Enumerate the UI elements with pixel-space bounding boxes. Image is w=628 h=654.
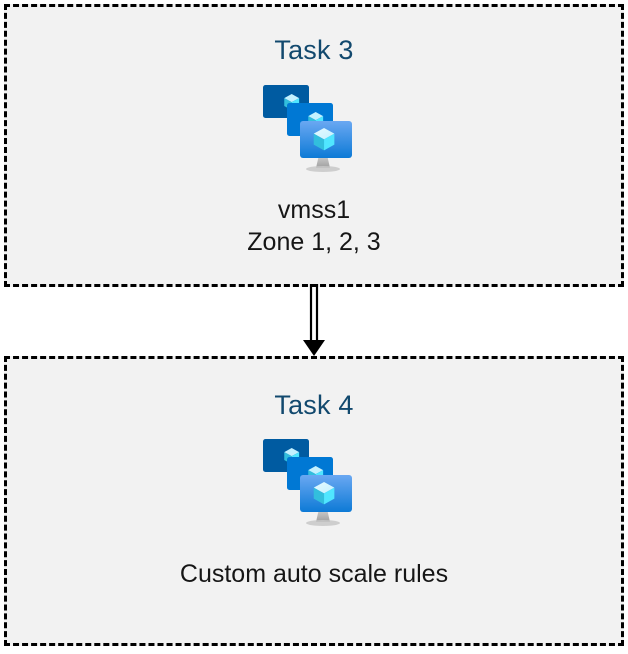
task-3-title: Task 3 [274,35,354,65]
task-3-caption: vmss1 Zone 1, 2, 3 [247,196,381,257]
azure-vm-scale-set-icon [261,437,367,529]
arrow-down-icon [297,284,331,358]
task-box-task-4: Task 4 [4,356,624,646]
azure-vm-scale-set-icon [261,83,367,175]
task-4-title: Task 4 [274,390,354,420]
task-4-caption: Custom auto scale rules [179,560,449,589]
task-box-task-3: Task 3 [4,4,624,287]
